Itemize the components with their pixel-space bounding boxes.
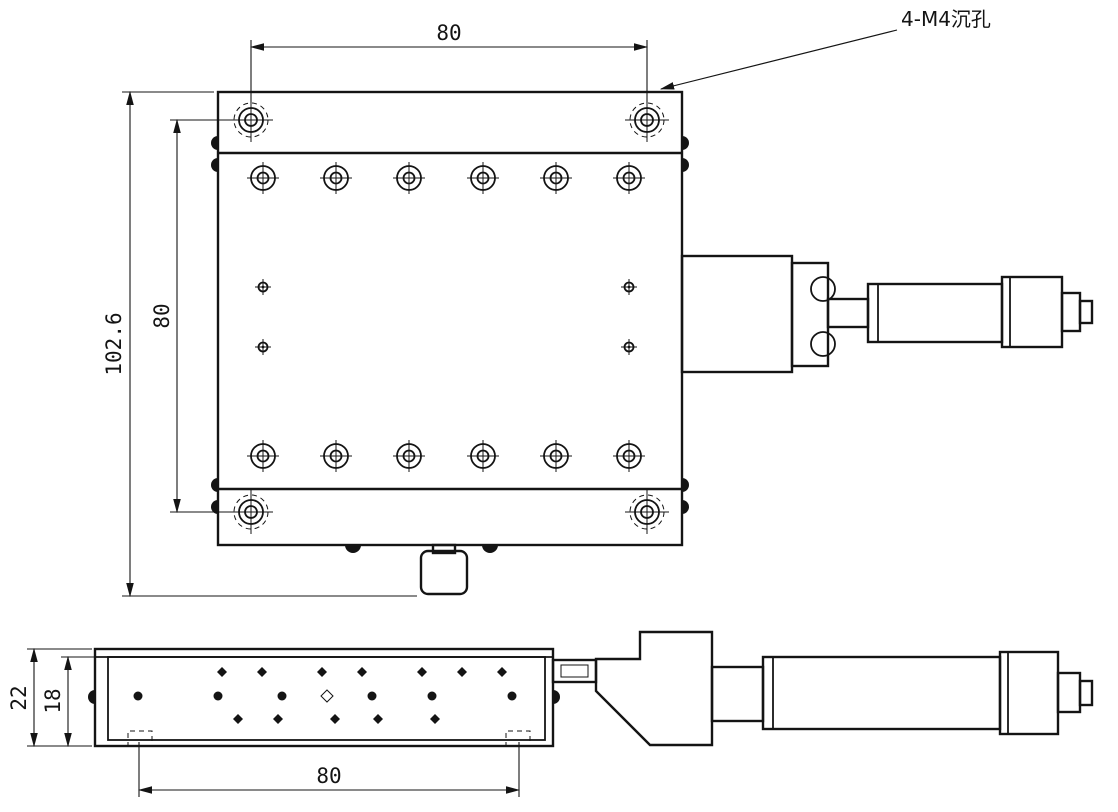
- pilot-hole: [620, 338, 638, 356]
- screw-head: [539, 439, 573, 473]
- side-view: 22 18 80: [7, 630, 1094, 797]
- side-bearing-tab: [553, 690, 560, 704]
- side-inner-body: [107, 656, 546, 741]
- counterbore-hole-top-left: [228, 97, 274, 143]
- dimension-hole-spacing-vertical: 80: [150, 118, 232, 514]
- micrometer-clamp: [790, 261, 830, 368]
- dim-hole-spacing-value: 80: [150, 303, 174, 328]
- pilot-hole: [254, 278, 272, 296]
- stage-outer-edge: [216, 90, 684, 547]
- micrometer-bracket: [680, 254, 794, 374]
- pilot-hole: [620, 278, 638, 296]
- callout-label: 4-M4沉孔: [901, 7, 991, 31]
- hidden-corner-features: [127, 730, 531, 747]
- side-bearing-tab: [88, 690, 95, 704]
- micrometer-end-cap-side: [1078, 679, 1094, 707]
- micrometer-bracket-side: [594, 630, 714, 747]
- micrometer-spindle: [826, 297, 870, 329]
- clamp-screw: [810, 331, 836, 357]
- micrometer-head-top: [680, 254, 1094, 374]
- clamp-screw: [810, 276, 836, 302]
- pilot-hole: [254, 338, 272, 356]
- knob-body: [419, 549, 469, 596]
- pilot-holes: [254, 278, 638, 356]
- screw-head: [246, 161, 280, 195]
- screw-row-top: [246, 161, 646, 195]
- screw-head: [392, 161, 426, 195]
- micrometer-head-side: [551, 630, 1094, 747]
- screw-head: [612, 161, 646, 195]
- micrometer-ratchet-side: [1056, 671, 1082, 714]
- side-hole-pattern: [133, 667, 517, 724]
- micrometer-spindle-side: [710, 665, 765, 723]
- micrometer-end-cap: [1078, 299, 1094, 325]
- callout-counterbore: 4-M4沉孔: [659, 7, 991, 90]
- counterbore-holes: [228, 97, 670, 535]
- side-bearing-tabs: [211, 136, 689, 553]
- micrometer-thimble: [1000, 275, 1064, 349]
- screw-head: [466, 161, 500, 195]
- knob-neck: [431, 543, 457, 555]
- dimension-total-height: 102.6: [102, 90, 417, 598]
- screw-head: [392, 439, 426, 473]
- stage-body-outline: [216, 90, 684, 547]
- dim-top-width-value: 80: [436, 21, 461, 45]
- screw-head: [612, 439, 646, 473]
- side-outer-edge: [93, 647, 555, 748]
- dimension-top-width: 80: [249, 21, 649, 103]
- screw-head: [466, 439, 500, 473]
- dimension-side-hole-spacing: 80: [137, 742, 521, 797]
- spindle-coupling: [551, 658, 598, 684]
- dim-total-height-value: 102.6: [102, 312, 126, 375]
- dimension-side-body-height: 18: [41, 655, 106, 748]
- dim-side-body-height-value: 18: [41, 688, 65, 713]
- screw-head: [539, 161, 573, 195]
- counterbore-hole-bottom-left: [228, 489, 274, 535]
- dim-side-total-height-value: 22: [7, 685, 31, 710]
- counterbore-hole-top-right: [624, 97, 670, 143]
- screw-head: [319, 161, 353, 195]
- micrometer-barrel: [866, 282, 1004, 344]
- dim-side-hole-spacing-value: 80: [316, 764, 341, 788]
- screw-row-bottom: [246, 439, 646, 473]
- counterbore-hole-bottom-right: [624, 489, 670, 535]
- screw-head: [319, 439, 353, 473]
- dimension-side-total-height: 22: [7, 647, 92, 748]
- micrometer-barrel-side: [761, 655, 1002, 731]
- top-view: 80 102.6 80 4-M4沉孔: [102, 7, 1094, 598]
- micrometer-ratchet: [1060, 291, 1082, 333]
- side-body-outline: [88, 647, 560, 748]
- screw-head: [246, 439, 280, 473]
- bottom-knob: [419, 543, 469, 596]
